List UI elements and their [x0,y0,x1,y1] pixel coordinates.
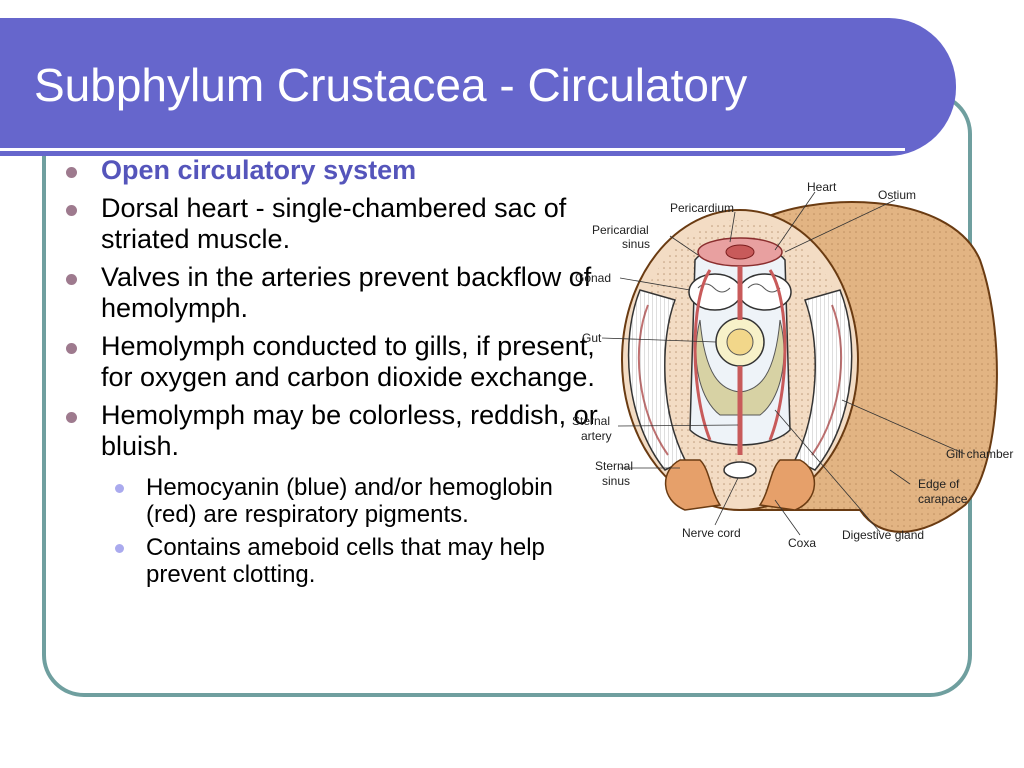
gut [715,317,765,367]
sub-bullet-dot-icon [115,484,124,493]
bullet-text: Hemolymph may be colorless, reddish, or … [101,400,598,461]
sub-bullet-dot-icon [115,544,124,553]
label-gill-chamber: Gill chamber [946,447,1013,461]
label-gut: Gut [582,331,602,345]
bullet-item: Dorsal heart - single-chambered sac of s… [60,193,605,255]
bullet-dot-icon [66,205,77,216]
sternal-artery [693,266,787,455]
label-nerve-cord: Nerve cord [682,526,741,540]
bullet-text-highlight: Open circulatory system [101,155,417,185]
bullet-text: Dorsal heart - single-chambered sac of s… [101,193,567,254]
slide-title: Subphylum Crustacea - Circulatory [34,59,748,111]
label-edge-carapace-line2: carapace [918,492,968,506]
bullet-item: Open circulatory system [60,155,605,186]
bullet-text: Valves in the arteries prevent backflow … [101,262,592,323]
title-bar: Subphylum Crustacea - Circulatory [0,18,956,156]
bullet-item: Hemolymph may be colorless, reddish, or … [60,400,605,588]
label-sternal-sinus-line2: sinus [602,474,630,488]
sub-bullet-item: Contains ameboid cells that may help pre… [101,534,605,588]
crustacean-cross-section-diagram: Heart Ostium Pericardium Pericardial sin… [572,180,1013,550]
label-ostium: Ostium [878,188,916,202]
heart [697,237,783,267]
label-sternal-artery-line1: Sternal [572,414,610,428]
bullet-dot-icon [66,167,77,178]
label-sternal-artery-line2: artery [581,429,612,443]
bullet-dot-icon [66,274,77,285]
sub-bullet-item: Hemocyanin (blue) and/or hemoglobin (red… [101,474,605,528]
bullet-text: Hemolymph conducted to gills, if present… [101,331,595,392]
label-gonad: Gonad [575,271,611,285]
label-sternal-sinus-line1: Sternal [595,459,633,473]
nerve-cord [723,461,757,479]
title-underline [0,148,905,151]
diagram-labels: Heart Ostium Pericardium Pericardial sin… [572,180,1013,550]
label-pericardial-sinus-line1: Pericardial [592,223,649,237]
label-pericardial-sinus-line2: sinus [622,237,650,251]
gill-right [793,289,853,471]
bullet-dot-icon [66,343,77,354]
label-edge-carapace-line1: Edge of [918,477,960,491]
sub-bullet-text: Contains ameboid cells that may help pre… [146,534,545,588]
bullet-item: Hemolymph conducted to gills, if present… [60,331,605,393]
leader-lines [601,191,966,536]
digestive-gland [695,319,785,416]
bullet-dot-icon [66,412,77,423]
sub-bullet-text: Hemocyanin (blue) and/or hemoglobin (red… [146,474,553,528]
coxa [664,459,816,511]
label-digestive-gland: Digestive gland [842,528,924,542]
bullet-item: Valves in the arteries prevent backflow … [60,262,605,324]
label-coxa: Coxa [788,536,816,550]
label-pericardium: Pericardium [670,201,734,215]
bullet-list: Open circulatory system Dorsal heart - s… [60,155,605,595]
label-heart: Heart [807,180,837,194]
